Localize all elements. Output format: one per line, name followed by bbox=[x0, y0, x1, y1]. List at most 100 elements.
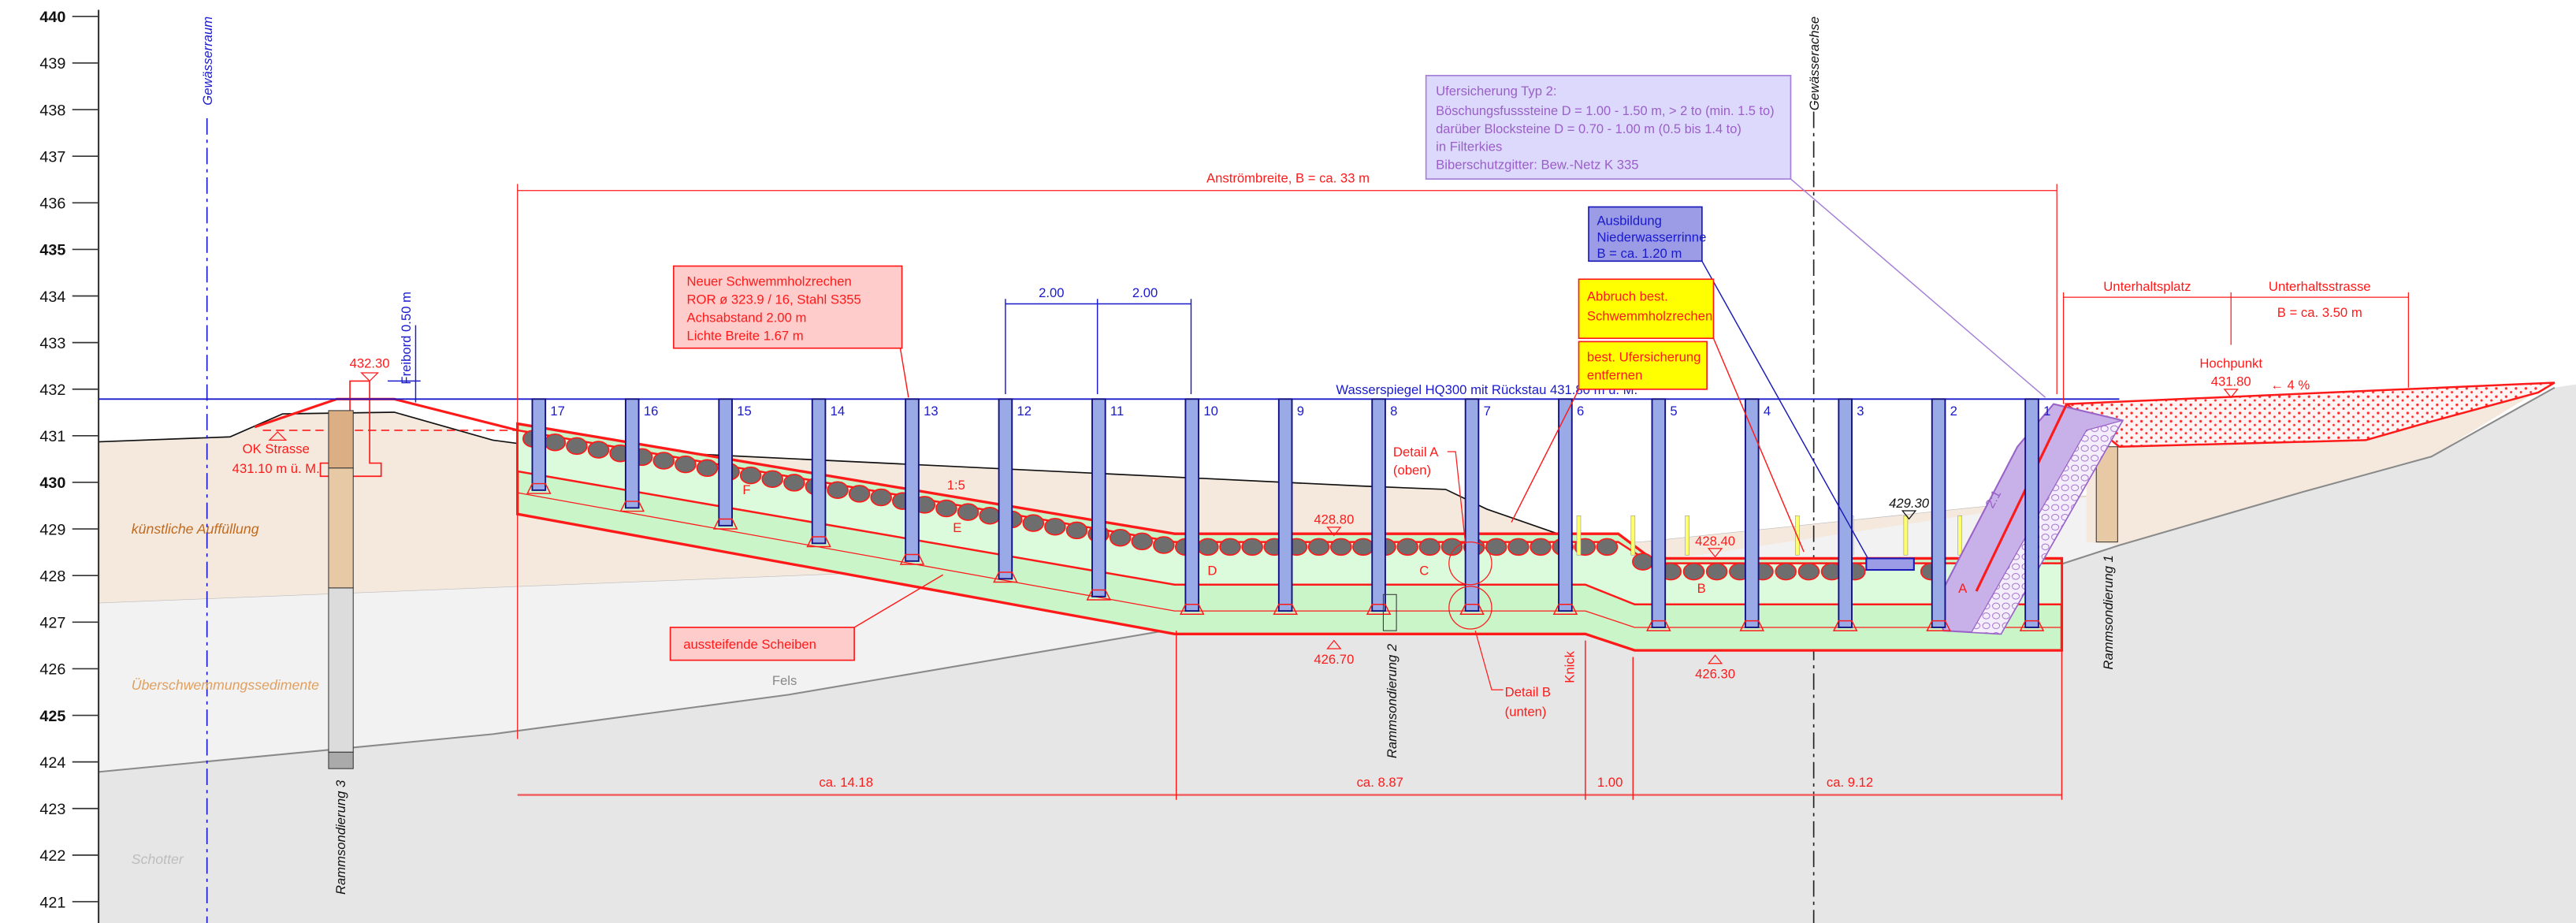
gewaesserachse-label: Gewässerachse bbox=[1807, 17, 1822, 110]
pile-8 bbox=[1371, 398, 1386, 612]
svg-text:Achsabstand 2.00 m: Achsabstand 2.00 m bbox=[686, 310, 806, 325]
svg-text:in Filterkies: in Filterkies bbox=[1436, 140, 1502, 154]
svg-text:best. Ufersicherung: best. Ufersicherung bbox=[1587, 349, 1701, 364]
axis-tick-label: 421 bbox=[39, 894, 65, 911]
dike-elevation: 432.30 bbox=[350, 356, 390, 371]
axis-tick-label: 436 bbox=[39, 195, 65, 213]
boulder bbox=[1131, 532, 1154, 551]
maintenance-road-fill bbox=[2064, 381, 2556, 448]
pile-9 bbox=[1277, 398, 1293, 612]
boulder bbox=[1241, 538, 1263, 556]
detail-a-marker bbox=[1448, 541, 1492, 586]
pile-foot-plate bbox=[2019, 620, 2045, 631]
pile-number: 11 bbox=[1110, 404, 1124, 419]
boulder bbox=[1775, 562, 1797, 581]
pile-1 bbox=[2024, 398, 2039, 628]
section-letter-e: E bbox=[953, 520, 961, 535]
pile-11 bbox=[1091, 398, 1106, 597]
axis-tick-label: 439 bbox=[39, 55, 65, 73]
level-marker bbox=[1707, 654, 1723, 664]
detail-b-label: Detail B bbox=[1505, 684, 1551, 699]
boulder bbox=[761, 470, 784, 489]
pile-number: 14 bbox=[831, 404, 846, 419]
pile-foot-plate bbox=[1926, 620, 1951, 631]
level-marker bbox=[1707, 548, 1723, 558]
probe-3-label: Rammsondierung 3 bbox=[333, 780, 348, 895]
sediment-label: Überschwemmungssedimente bbox=[132, 677, 319, 693]
boulder bbox=[848, 485, 871, 503]
boulder bbox=[1507, 538, 1530, 556]
boulder bbox=[1632, 553, 1654, 571]
high-point-marker bbox=[2223, 389, 2239, 399]
pile-12 bbox=[998, 398, 1013, 580]
maintenance-dimension bbox=[2062, 292, 2409, 404]
section-letter-d: D bbox=[1207, 563, 1217, 578]
probe-1-label: Rammsondierung 1 bbox=[2101, 555, 2116, 669]
svg-text:ROR ø 323.9 / 16, Stahl S355: ROR ø 323.9 / 16, Stahl S355 bbox=[686, 292, 861, 307]
boulder bbox=[1797, 562, 1820, 581]
slope-label: ← 4 % bbox=[2270, 378, 2310, 393]
road-elevation: 431.10 m ü. M. bbox=[232, 461, 320, 476]
maintenance-area-label: Unterhaltsplatz bbox=[2103, 279, 2191, 294]
pile-7 bbox=[1464, 398, 1480, 612]
pile-foot-plate bbox=[1739, 620, 1765, 631]
boulder bbox=[696, 459, 719, 478]
pile-13 bbox=[905, 398, 920, 562]
inflow-width-label: Anströmbreite, B = ca. 33 m bbox=[1206, 170, 1370, 185]
axis-tick-label: 431 bbox=[39, 428, 65, 445]
pile-14 bbox=[811, 398, 827, 545]
boulder bbox=[587, 441, 610, 459]
marker-post bbox=[1630, 515, 1636, 556]
detail-b-leader bbox=[1474, 630, 1504, 690]
axis-tick-label: 434 bbox=[39, 288, 65, 306]
detail-a-leader bbox=[1447, 451, 1466, 544]
boulder bbox=[1109, 528, 1132, 547]
boulder bbox=[957, 503, 979, 521]
callout-remove-bank-protection: best. Ufersicherung entfernen bbox=[1511, 341, 1708, 523]
section-letter-a: A bbox=[1958, 581, 1968, 596]
bottom-dimension bbox=[517, 631, 2063, 800]
section-letter-c: C bbox=[1419, 563, 1429, 578]
pile-number: 10 bbox=[1203, 404, 1218, 419]
pile-number: 5 bbox=[1670, 404, 1677, 419]
pile-foot-plate bbox=[1086, 589, 1112, 601]
boulder bbox=[1153, 536, 1175, 554]
boulder bbox=[1596, 538, 1619, 556]
axis-tick-label: 440 bbox=[39, 9, 65, 26]
pile-2 bbox=[1931, 398, 1946, 628]
axis-tick-label: 422 bbox=[39, 847, 65, 865]
pile-16 bbox=[624, 398, 640, 509]
boulder bbox=[1396, 538, 1418, 556]
pile-number: 6 bbox=[1577, 404, 1584, 419]
pile-number: 9 bbox=[1297, 404, 1304, 419]
pile-number: 16 bbox=[644, 404, 659, 419]
probe-3-column bbox=[328, 410, 354, 769]
pile-number: 7 bbox=[1484, 404, 1491, 419]
axis-tick-label: 427 bbox=[39, 615, 65, 632]
filter-gravel bbox=[1970, 419, 2124, 635]
axis-tick-label: 437 bbox=[39, 148, 65, 166]
low-water-channel bbox=[1865, 557, 1915, 571]
gravel-label: Schotter bbox=[132, 851, 184, 867]
section-letter-b: B bbox=[1697, 581, 1706, 596]
pile-foot-plate bbox=[806, 536, 831, 548]
boulder bbox=[739, 466, 762, 485]
level-bottom-right: 426.30 bbox=[1695, 667, 1735, 682]
axis-tick-label: 430 bbox=[39, 475, 65, 492]
pile-number: 1 bbox=[2043, 404, 2050, 419]
callout-low-water-channel: Ausbildung Niederwasserrinne B = ca. 1.2… bbox=[1588, 206, 1869, 559]
level-top-right: 428.40 bbox=[1695, 534, 1735, 549]
boulder bbox=[1418, 538, 1441, 556]
pile-foot-plate bbox=[1552, 604, 1578, 616]
callout-demolish-rack: Abbruch best. Schwemmholzrechen bbox=[1578, 278, 1805, 553]
boulder bbox=[566, 437, 588, 456]
high-point-label: Hochpunkt bbox=[2199, 356, 2262, 371]
svg-text:Neuer Schwemmholzrechen: Neuer Schwemmholzrechen bbox=[686, 274, 851, 289]
boulder-layer bbox=[522, 430, 1942, 581]
pile-number: 2 bbox=[1950, 404, 1957, 419]
svg-text:Niederwasserrinne: Niederwasserrinne bbox=[1597, 229, 1706, 244]
spacing-dimension bbox=[1005, 299, 1192, 395]
boulder bbox=[1065, 521, 1088, 540]
road-label: OK Strasse bbox=[243, 441, 310, 456]
